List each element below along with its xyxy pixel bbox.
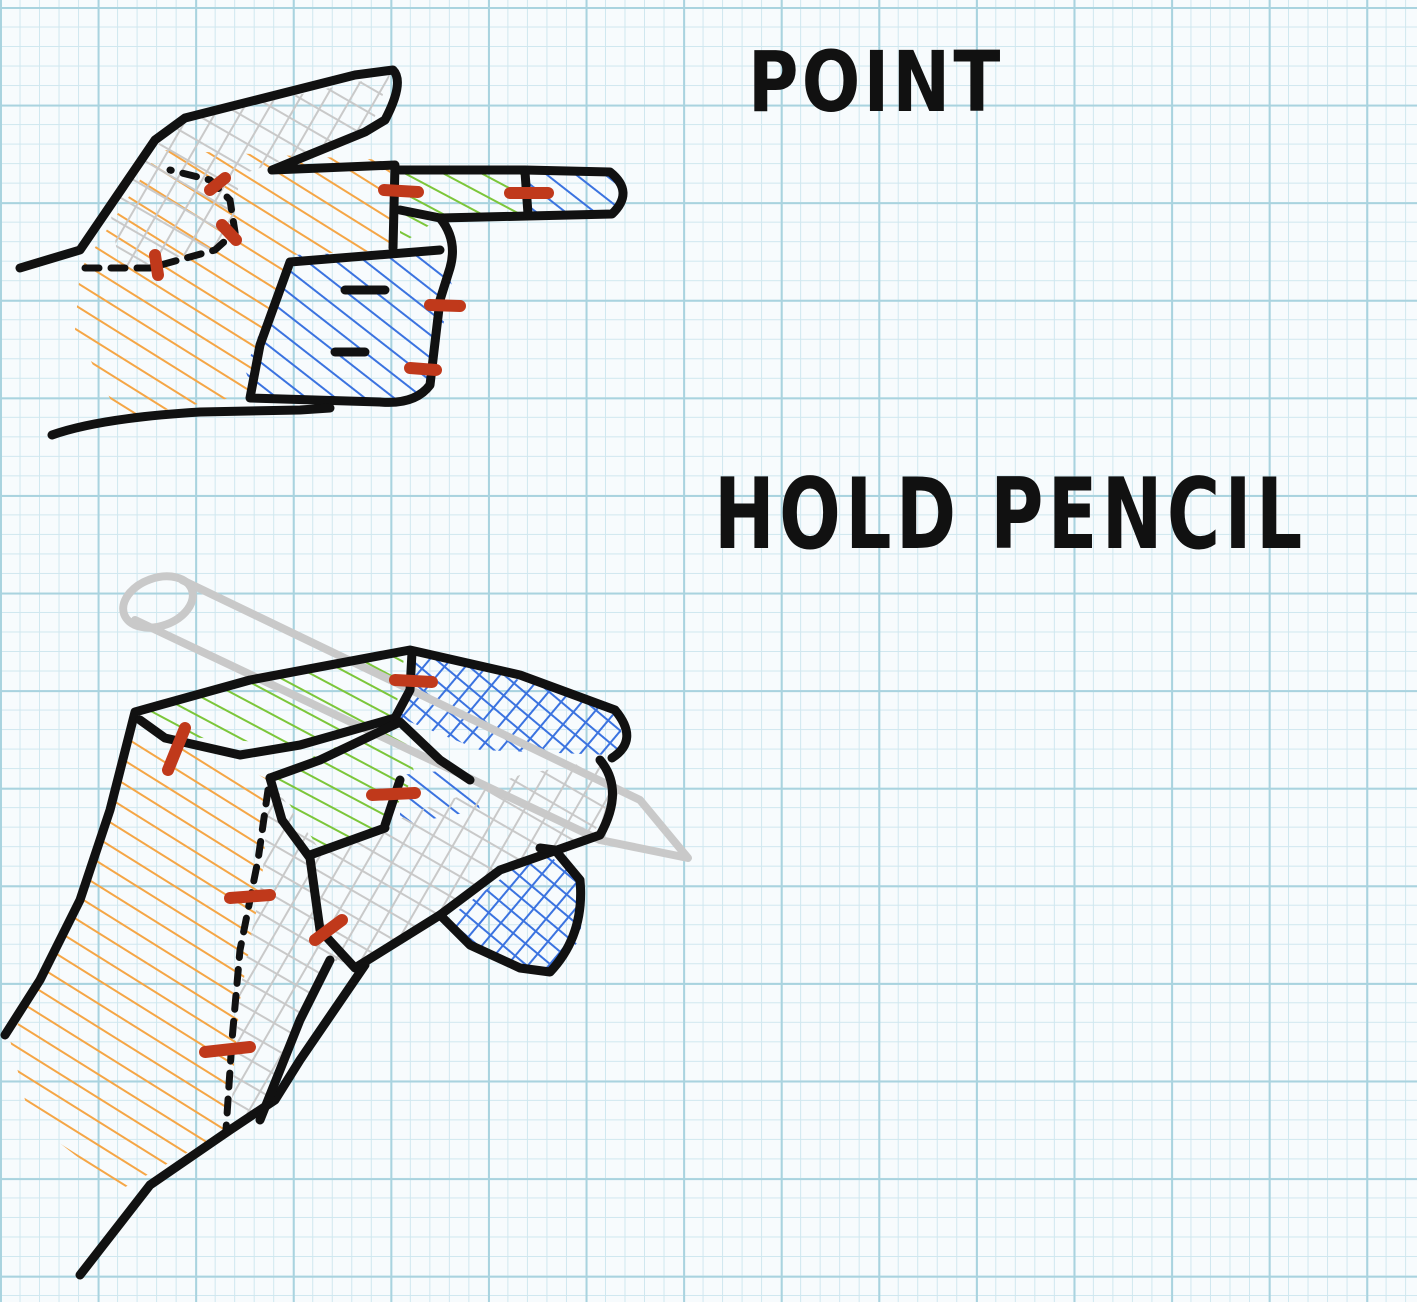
- curled-fingers-fill: [245, 250, 452, 400]
- index-tip-fill: [530, 174, 619, 212]
- joint-markers: [149, 172, 554, 376]
- pointing-hand: [15, 65, 628, 440]
- middle-outline: [265, 717, 475, 785]
- thumb-outline: [15, 65, 402, 273]
- joint-marker: [378, 184, 424, 198]
- wrist-outline: [47, 403, 335, 440]
- joint-marker: [424, 299, 466, 312]
- ring-finger-fill: [445, 850, 585, 972]
- middle-fill: [270, 720, 415, 850]
- palm-fill: [10, 720, 270, 1190]
- index-finger-outline: [395, 165, 628, 223]
- middle-base-line: [305, 823, 390, 860]
- index-middle-fill: [400, 172, 525, 245]
- index-outline: [135, 647, 417, 760]
- joint-markers: [162, 674, 438, 1058]
- joint-marker: [204, 172, 231, 196]
- knuckle-lines: [330, 285, 390, 357]
- joint-marker: [149, 249, 164, 281]
- index-tip-fill: [400, 652, 622, 755]
- joint-marker: [162, 722, 191, 776]
- index-fill: [140, 652, 405, 745]
- side-palm-outline: [255, 955, 335, 1125]
- joint-marker: [309, 914, 348, 946]
- palm-dashed-contour: [222, 786, 272, 1134]
- ring-finger-outline: [435, 843, 586, 977]
- side-palm-fill: [230, 780, 330, 1125]
- curled-fingers-outline: [245, 213, 457, 407]
- joint-marker: [199, 1041, 256, 1058]
- joint-marker: [216, 219, 242, 246]
- point-label: POINT: [748, 33, 1004, 131]
- joint-marker: [389, 674, 438, 688]
- hold-pencil-label: HOLD PENCIL: [714, 458, 1307, 572]
- joint-marker: [366, 787, 421, 801]
- wrist-outline: [75, 960, 370, 1280]
- pencil-hand: [0, 572, 692, 1280]
- joint-marker: [224, 889, 276, 904]
- joint-marker: [404, 362, 442, 376]
- middle-joint-line: [380, 775, 405, 830]
- back-of-hand-outline: [0, 645, 632, 1040]
